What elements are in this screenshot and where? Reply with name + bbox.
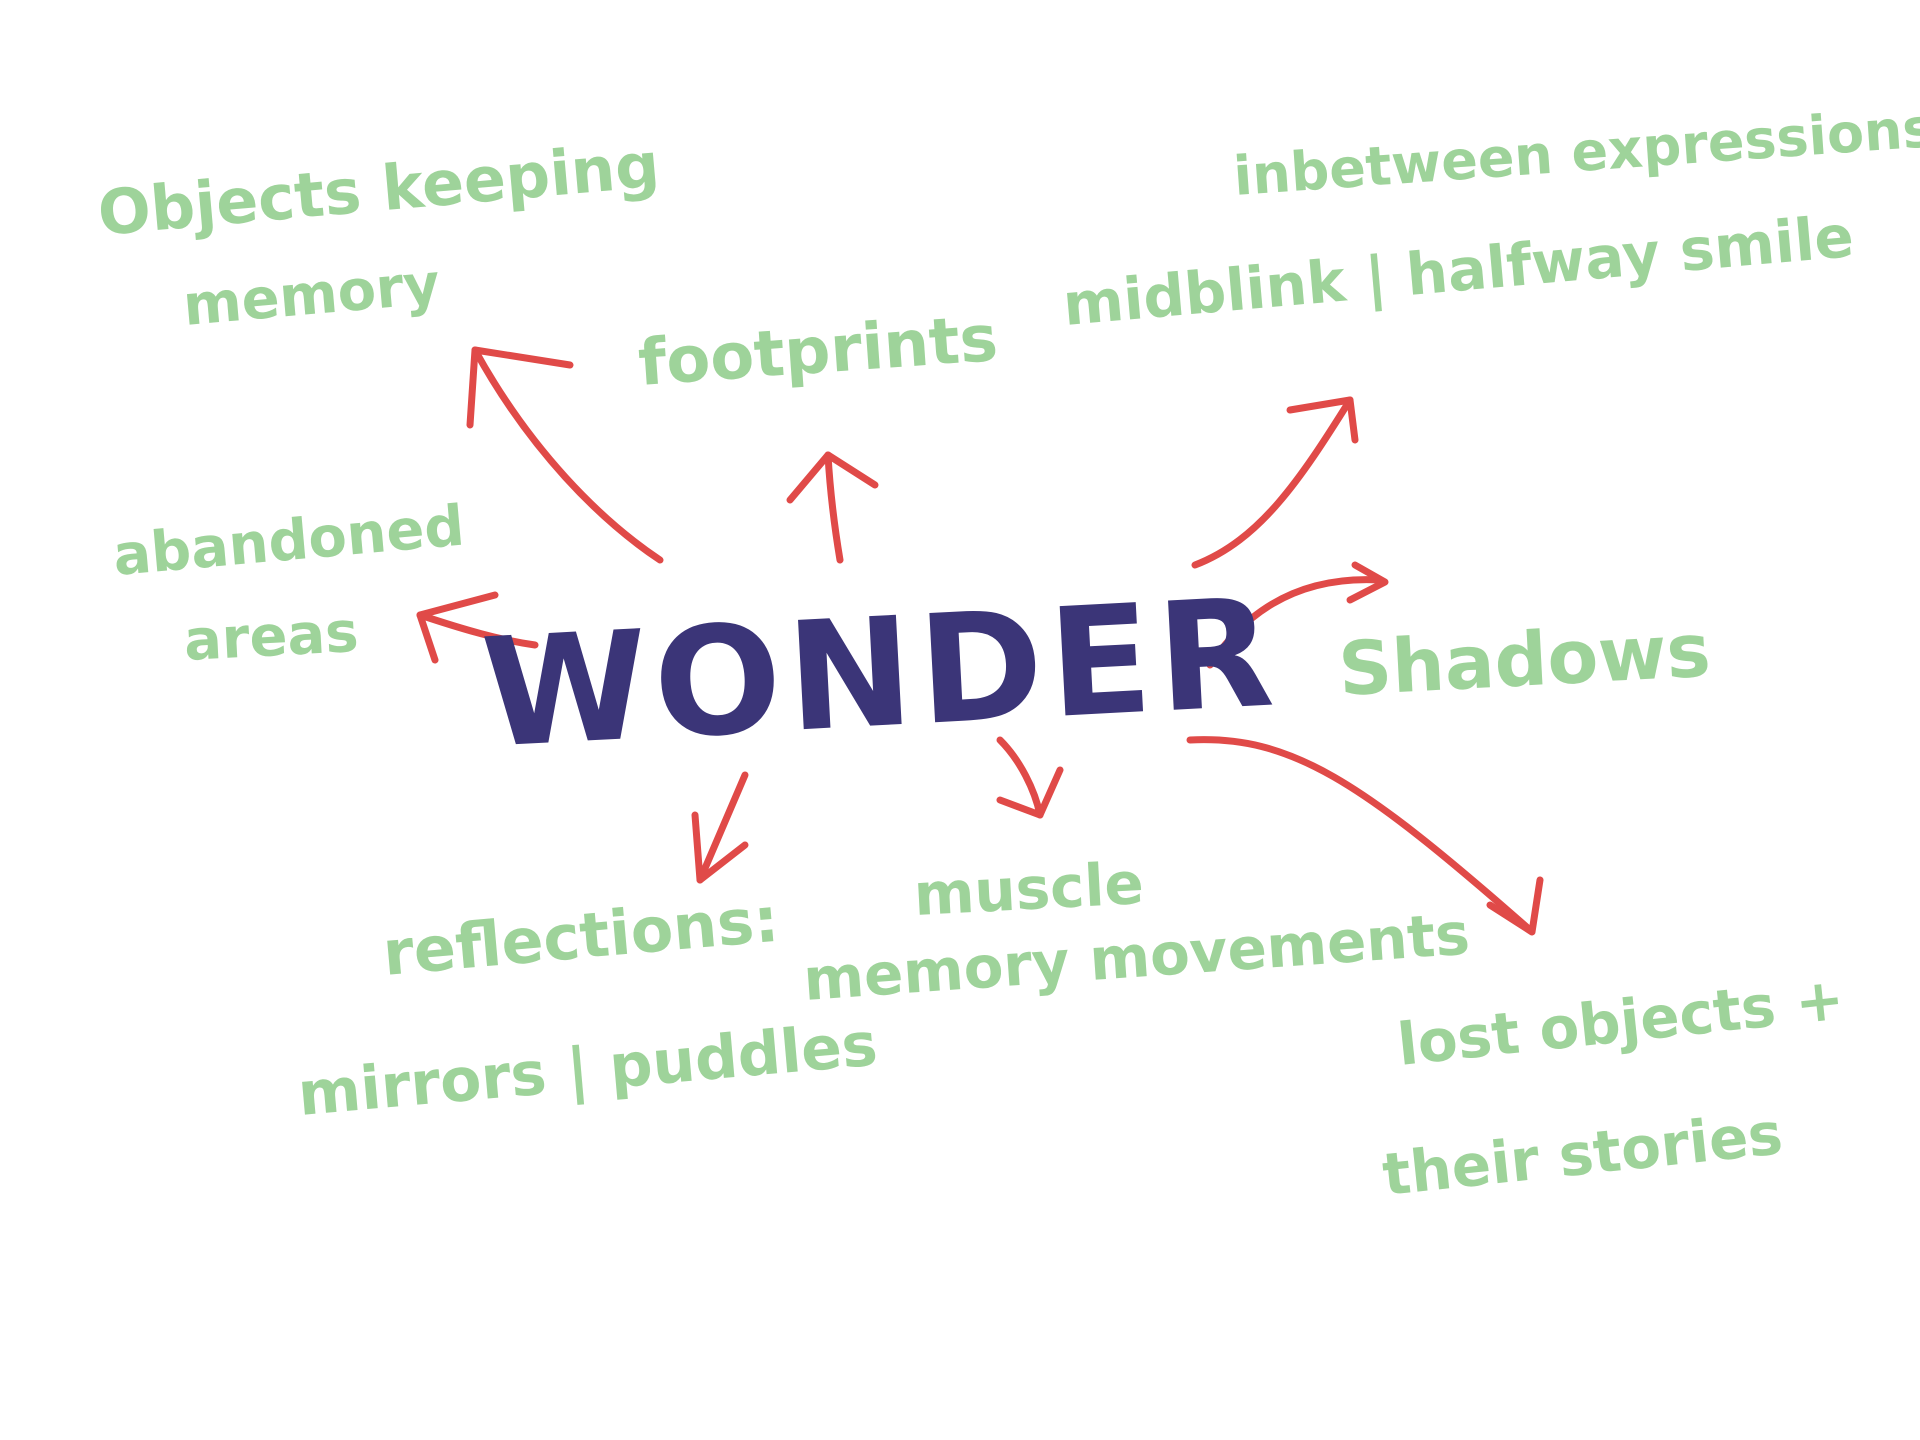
arrow-to-footprints <box>786 451 879 564</box>
arrow-to-shadows <box>1206 561 1389 669</box>
arrow-shaft <box>996 736 1044 819</box>
node-line: reflections: <box>380 883 782 990</box>
node-line: inbetween expressions: <box>1232 95 1920 208</box>
arrow-head <box>691 811 749 884</box>
node-line: footprints <box>636 302 1000 401</box>
arrow-head <box>786 451 879 504</box>
node-line: midblink | halfway smile <box>1060 202 1856 339</box>
node-line: memory <box>181 252 443 339</box>
node-line: Objects keeping <box>95 128 662 250</box>
node-footprints: footprints <box>636 302 1000 401</box>
arrow-head <box>416 591 499 664</box>
node-reflections: reflections: mirrors | puddles <box>295 883 880 1130</box>
arrow-shaft <box>1191 396 1354 569</box>
arrow-shaft <box>1186 736 1534 934</box>
node-line: areas <box>182 600 360 674</box>
node-line: abandoned <box>111 494 467 589</box>
arrow-to-objects-keeping-memory <box>466 346 664 564</box>
node-line: lost objects + <box>1394 964 1847 1078</box>
arrow-head <box>1286 396 1359 444</box>
arrow-shaft <box>696 771 749 884</box>
arrow-head <box>1346 561 1389 604</box>
arrow-shaft <box>471 346 664 564</box>
node-inbetween-expressions: inbetween expressions: midblink | halfwa… <box>1060 95 1920 339</box>
arrow-shaft <box>416 611 539 649</box>
node-muscle-memory-movements: muscle memory movements <box>801 849 1472 1014</box>
arrow-to-abandoned-areas <box>416 591 539 664</box>
arrow-shaft <box>824 451 844 564</box>
arrow-head <box>466 346 574 429</box>
arrow-to-inbetween-expressions <box>1191 396 1359 569</box>
arrow-head <box>996 766 1064 819</box>
node-shadows: Shadows <box>1336 608 1712 713</box>
node-lost-objects: lost objects + their stories <box>1379 964 1847 1208</box>
node-abandoned-areas: abandoned areas <box>111 494 467 674</box>
center-label: WONDER <box>478 566 1283 781</box>
arrow-head <box>1486 876 1544 936</box>
arrow-shaft <box>1206 576 1384 669</box>
arrow-to-reflections <box>691 771 749 884</box>
node-line: their stories <box>1379 1099 1785 1209</box>
arrow-to-muscle-memory-movements <box>996 736 1064 819</box>
arrow-to-lost-objects <box>1186 736 1544 936</box>
node-objects-keeping-memory: Objects keeping memory <box>95 128 662 339</box>
node-line: Shadows <box>1336 608 1712 713</box>
node-line: mirrors | puddles <box>295 1010 880 1130</box>
node-line: muscle <box>912 849 1145 929</box>
